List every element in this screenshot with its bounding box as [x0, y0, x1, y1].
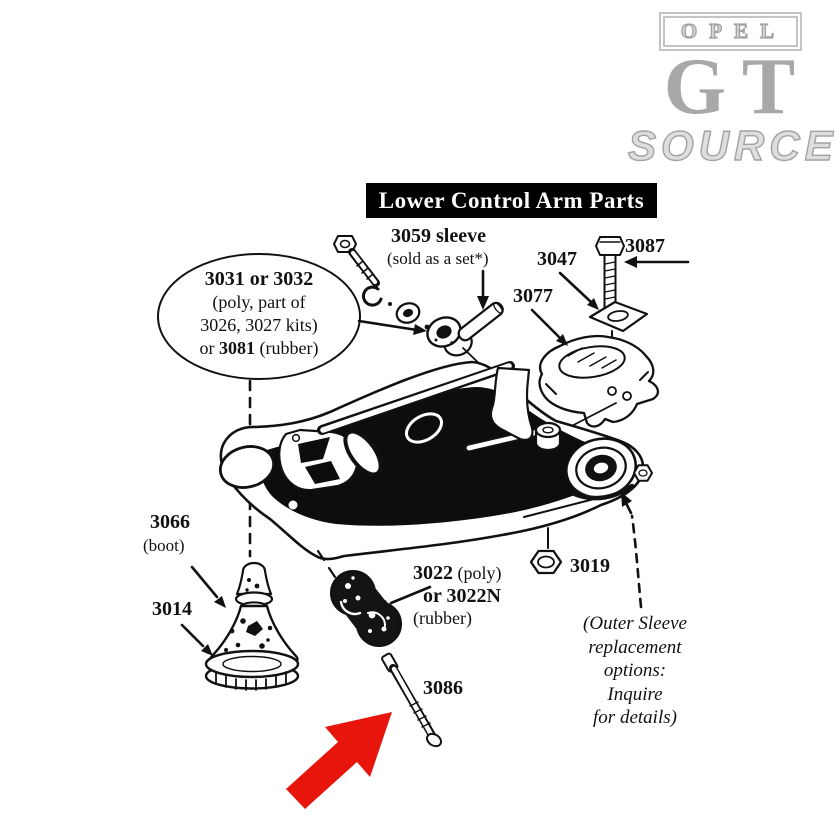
leader-3014: [180, 623, 213, 656]
part-label-3022: 3022 (poly) or 3022N (rubber): [413, 562, 502, 628]
lock-washer-drawing: [362, 285, 392, 307]
bolt-3087-drawing: [595, 236, 625, 309]
logo-source: SOURCE: [627, 121, 838, 169]
ball-joint-3014-drawing: [204, 561, 300, 691]
part-label-3019: 3019: [570, 555, 610, 577]
diagram-title: Lower Control Arm Parts: [366, 183, 657, 218]
part-note-3059: (sold as a set*): [387, 249, 489, 268]
arm-bump-stud: [534, 421, 562, 452]
mount-3077-drawing: [538, 334, 660, 432]
logo-opel: OPEL: [680, 18, 787, 43]
callout-line4: or 3081 (rubber): [199, 338, 319, 358]
logo-gt: GT: [663, 43, 812, 131]
leader-3059: [477, 269, 489, 310]
flat-washer-drawing: [395, 302, 430, 330]
arm-oval-hole: [343, 429, 383, 477]
dashed-leader-outer-sleeve: [621, 492, 643, 609]
leader-arrows: [180, 256, 690, 656]
arm-oval-ring: [404, 412, 444, 444]
bushing-3031-drawing: [426, 316, 488, 372]
leader-3022: [376, 585, 432, 610]
bushing-3022-drawing: [316, 549, 402, 647]
leader-callout-to-bushing: [357, 319, 427, 335]
arm-rivet-dot: [288, 500, 298, 510]
part-label-3014: 3014: [152, 598, 192, 620]
pivot-bolt-drawing: [333, 235, 380, 287]
part-label-3047: 3047: [537, 248, 577, 270]
arm-outer-sleeve: [565, 437, 653, 501]
part-callout-3031: 3031 or 3032 (poly, part of 3026, 3027 k…: [157, 253, 361, 380]
arm-bottom-lip: [523, 498, 595, 518]
arm-tower: [489, 366, 534, 441]
leader-3047: [558, 271, 599, 310]
opel-logo-box: OPEL: [658, 12, 803, 51]
part-note-boot: (boot): [143, 536, 185, 555]
leader-3066: [190, 565, 226, 608]
part-label-3086: 3086: [423, 677, 463, 699]
opel-gt-source-logo: OPEL GT SOURCE: [627, 12, 838, 169]
callout-line1: 3031 or 3032: [204, 268, 314, 290]
arm-pivot-hole: [218, 445, 276, 489]
callout-line2: (poly, part of: [212, 292, 306, 312]
part-label-3066: 3066: [150, 511, 190, 533]
sleeve-3059-drawing: [457, 301, 504, 342]
bolt-3086-drawing: [381, 652, 442, 748]
leader-3077: [530, 308, 568, 346]
part-label-3087: 3087: [625, 235, 665, 257]
callout-line3: 3026, 3027 kits): [200, 315, 318, 335]
leader-3087: [624, 256, 690, 268]
nut-3019-drawing: [529, 527, 563, 575]
red-highlight-arrow: [286, 712, 392, 809]
control-arm-drawing: [218, 360, 653, 561]
part-label-3077: 3077: [513, 285, 553, 307]
part-label-3059: 3059 sleeve: [391, 225, 486, 247]
outer-sleeve-note: (Outer Sleeve replacement options: Inqui…: [583, 613, 687, 728]
